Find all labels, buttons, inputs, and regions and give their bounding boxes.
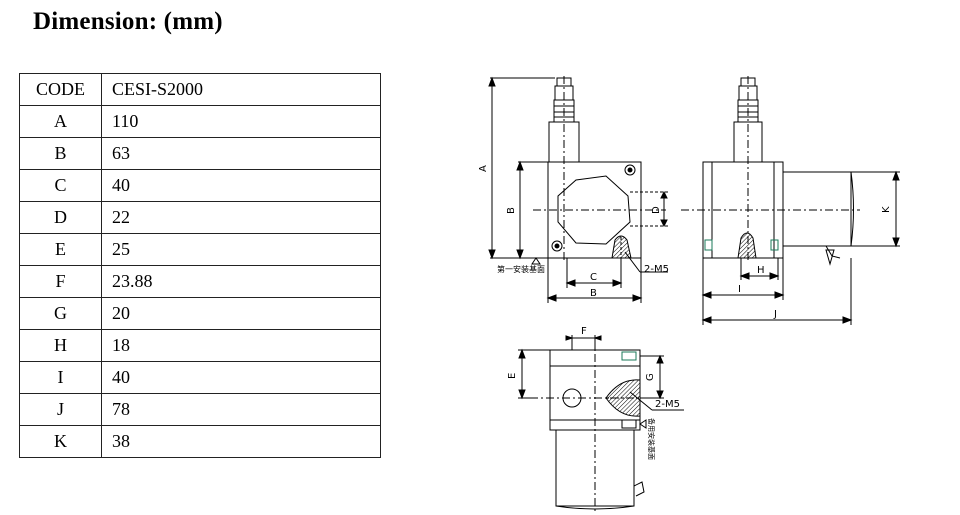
label-g: G xyxy=(645,373,656,381)
label-b-vertical: B xyxy=(506,207,517,214)
row-value: 22 xyxy=(101,201,381,234)
side-view-labels: K H I J xyxy=(738,206,892,320)
label-c: C xyxy=(590,272,597,283)
label-b-horizontal: B xyxy=(590,288,597,299)
label-e: E xyxy=(507,373,518,379)
row-code: G xyxy=(19,297,102,330)
row-code: H xyxy=(19,329,102,362)
label-j: J xyxy=(773,309,777,320)
header-model: CESI-S2000 xyxy=(101,73,381,106)
label-i: I xyxy=(738,284,741,295)
row-value: 25 xyxy=(101,233,381,266)
row-value: 20 xyxy=(101,297,381,330)
row-value: 63 xyxy=(101,137,381,170)
row-value: 38 xyxy=(101,425,381,458)
bottom-view xyxy=(518,335,684,512)
row-code: K xyxy=(19,425,102,458)
page-title: Dimension: (mm) xyxy=(33,8,223,35)
row-code: B xyxy=(19,137,102,170)
front-view xyxy=(488,76,668,303)
row-value: 78 xyxy=(101,393,381,426)
row-code: A xyxy=(19,105,102,138)
mount-note-bottom: 备用安装基面 xyxy=(647,418,656,460)
row-code: I xyxy=(19,361,102,394)
thread-label-bottom: 2-M5 xyxy=(655,399,680,410)
row-code: D xyxy=(19,201,102,234)
mount-note-front: 第一安装基面 xyxy=(497,264,545,274)
header-code: CODE xyxy=(19,73,102,106)
label-k: K xyxy=(881,206,892,213)
label-a: A xyxy=(478,165,489,172)
label-d: D xyxy=(651,206,662,214)
label-f: F xyxy=(581,326,587,337)
label-h: H xyxy=(757,265,765,276)
side-view xyxy=(681,76,900,325)
row-value: 40 xyxy=(101,361,381,394)
row-code: C xyxy=(19,169,102,202)
front-view-labels: A B D C B 2-M5 第一安装基面 xyxy=(478,165,669,299)
bottom-view-labels: E F G 2-M5 备用安装基面 xyxy=(507,326,680,460)
thread-label-front: 2-M5 xyxy=(644,264,669,275)
table-header-row: CODE CESI-S2000 xyxy=(19,73,381,106)
